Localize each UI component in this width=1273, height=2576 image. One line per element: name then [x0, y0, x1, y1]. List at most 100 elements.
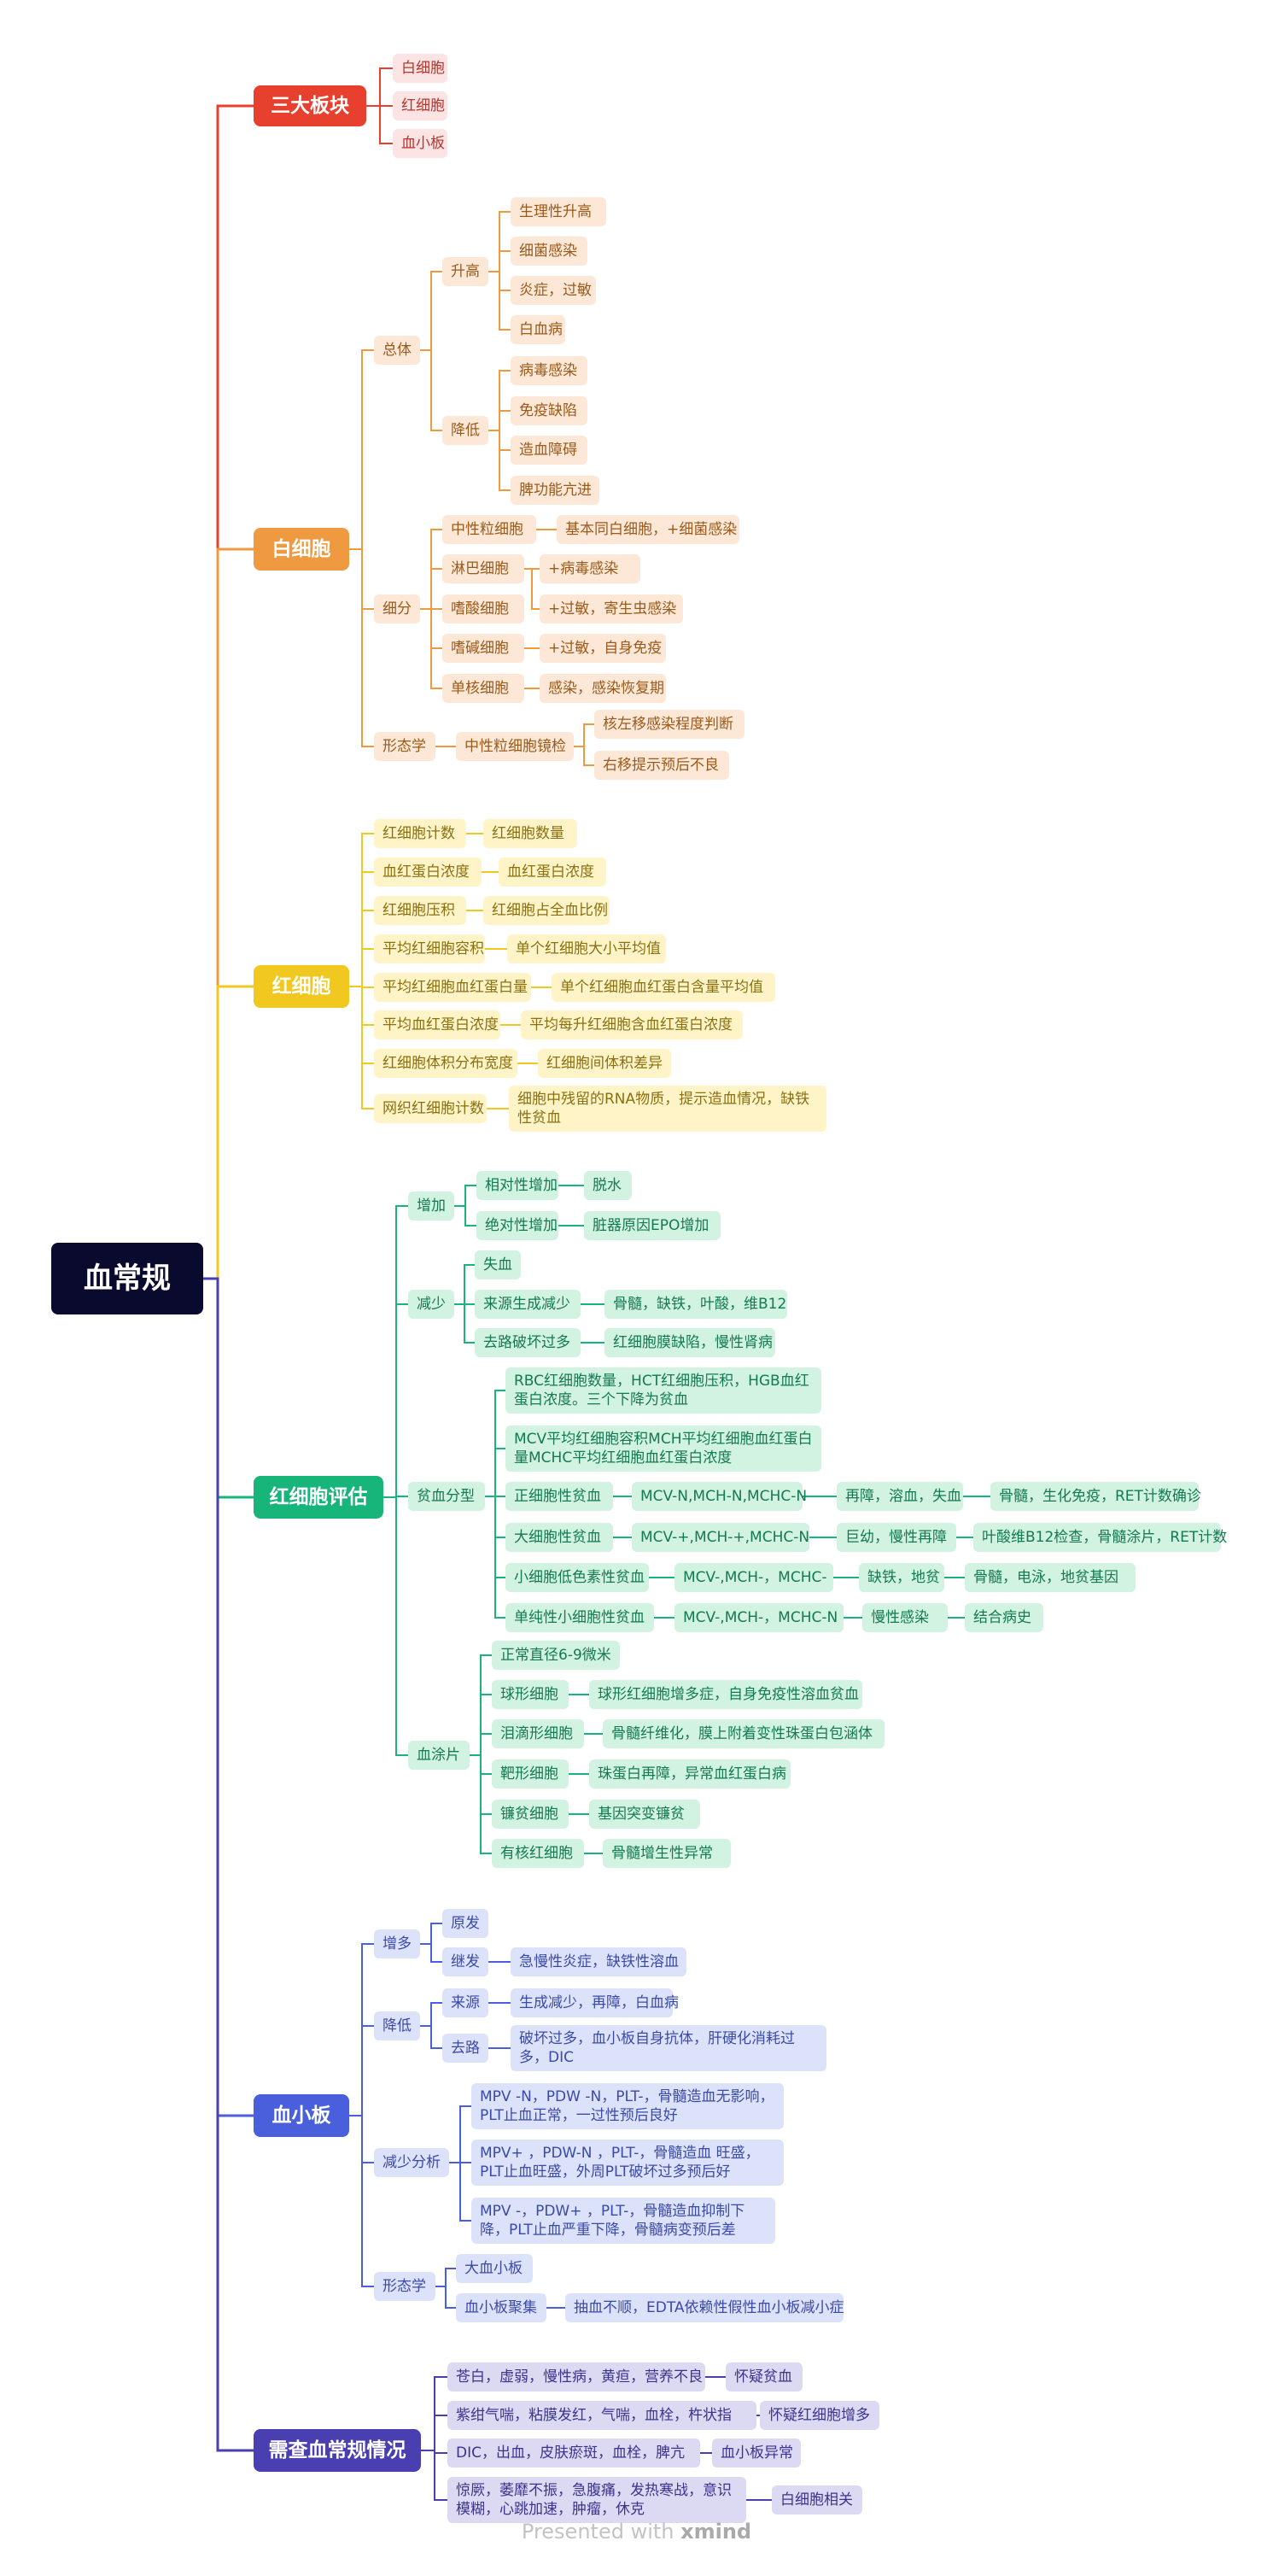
node-n19: +病毒感染 [540, 554, 640, 583]
node-n12: 免疫缺陷 [511, 396, 587, 425]
node-n83: 珠蛋白再障，异常血红蛋白病 [589, 1759, 791, 1789]
node-n85: 基因突变镰贫 [589, 1800, 700, 1829]
node-n49: 绝对性增加 [476, 1211, 558, 1240]
node-n1: 白细胞 [393, 54, 447, 83]
node-n21: +过敏，寄生虫感染 [540, 594, 683, 624]
node-n95: 去路 [442, 2034, 488, 2063]
node-n48: 脱水 [584, 1171, 632, 1200]
node-n10: 降低 [442, 416, 488, 445]
connector [488, 271, 511, 331]
node-n58: RBC红细胞数量，HCT红细胞压积，HGB血红蛋白浓度。三个下降为贫血 [505, 1367, 821, 1414]
node-n98: MPV -N，PDW -N，PLT-，骨髓造血无影响，PLT止血正常，一过性预后… [471, 2083, 784, 2129]
connector [454, 1303, 475, 1344]
connector [203, 547, 254, 1280]
node-n26: 形态学 [374, 732, 435, 761]
node-n67: 叶酸维B12检查，骨髓涂片，RET计数 [973, 1523, 1227, 1552]
node-n93: 来源 [442, 1988, 488, 2017]
node-n14: 脾功能亢进 [511, 476, 599, 505]
connector [488, 250, 511, 272]
node-n88: 增多 [374, 1929, 420, 1958]
connector [454, 1205, 476, 1227]
node-n23: +过敏，自身免疫 [540, 634, 666, 663]
node-n44: 网织红细胞计数 [374, 1094, 487, 1123]
node-n22: 嗜碱细胞 [442, 634, 524, 663]
node-n6: 生理性升高 [511, 197, 606, 226]
node-n87: 骨髓增生性异常 [603, 1839, 731, 1868]
node-n55: 去路破坏过多 [475, 1328, 581, 1357]
connector [366, 67, 393, 107]
node-n18: 淋巴细胞 [442, 554, 524, 583]
node-n65: MCV-+,MCH-+,MCHC-N [632, 1523, 809, 1552]
node-n77: 正常直径6-9微米 [492, 1641, 620, 1670]
node-n47: 相对性增加 [476, 1171, 558, 1200]
connector [349, 948, 374, 987]
connector [488, 430, 511, 491]
node-n31: 红细胞数量 [483, 819, 577, 848]
connector [203, 1277, 254, 1499]
node-n30: 红细胞计数 [374, 819, 466, 848]
node-n4: 总体 [374, 336, 420, 365]
node-n57: 贫血分型 [408, 1482, 485, 1511]
branch-b4: 红细胞评估 [254, 1476, 383, 1519]
node-n3: 血小板 [393, 129, 447, 158]
node-n89: 原发 [442, 1909, 488, 1938]
node-n32: 血红蛋白浓度 [374, 858, 482, 887]
connector [366, 105, 393, 144]
node-n100: MPV -，PDW+ ，PLT-，骨髓造血抑制下降，PLT止血严重下降，骨髓病变… [471, 2198, 775, 2244]
node-n2: 红细胞 [393, 91, 447, 120]
node-n53: 来源生成减少 [475, 1290, 581, 1319]
connector [421, 2450, 447, 2501]
connector [470, 1733, 492, 1756]
node-n36: 平均红细胞容积 [374, 934, 485, 963]
node-n62: 再障，溶血，失血 [837, 1482, 963, 1511]
connector [449, 2105, 471, 2163]
footer-brand: xmind [680, 2520, 752, 2544]
connector [420, 2025, 442, 2049]
node-n5: 升高 [442, 257, 488, 286]
node-n104: 抽血不顺，EDTA依赖性假性血小板减小症 [565, 2293, 844, 2322]
node-n109: DIC，出血，皮肤瘀斑，血栓，脾亢 [447, 2438, 700, 2468]
connector [420, 568, 442, 610]
node-n11: 病毒感染 [511, 356, 587, 385]
connector [203, 1277, 254, 2452]
connector [421, 2415, 447, 2451]
node-n79: 球形红细胞增多症，自身免疫性溶血贫血 [589, 1680, 862, 1709]
node-n64: 大细胞性贫血 [505, 1523, 613, 1552]
node-n94: 生成减少，再障，白血病 [511, 1988, 679, 2017]
node-n108: 怀疑红细胞增多 [760, 2401, 879, 2430]
node-n99: MPV+ ，PDW-N ，PLT-，骨髓造血 旺盛，PLT止血旺盛，外周PLT破… [471, 2140, 784, 2186]
node-n9: 白血病 [511, 315, 565, 344]
node-n20: 嗜酸细胞 [442, 594, 524, 624]
connector [485, 1448, 505, 1497]
node-n70: 缺铁，地贫 [859, 1563, 944, 1592]
node-n81: 骨髓纤维化，膜上附着变性珠蛋白包涵体 [603, 1719, 885, 1748]
branch-b2: 白细胞 [254, 528, 349, 571]
node-n61: MCV-N,MCH-N,MCHC-N [632, 1482, 807, 1511]
connector [574, 746, 594, 766]
connector [420, 1923, 442, 1945]
connector [420, 349, 442, 431]
node-n52: 失血 [475, 1250, 521, 1279]
node-n29: 右移提示预后不良 [594, 751, 729, 780]
node-n111: 惊厥，萎靡不振，急腹痛，发热寒战，意识模糊，心跳加速，肿瘤，休克 [447, 2477, 746, 2523]
node-n75: 结合病史 [965, 1603, 1043, 1632]
node-n42: 红细胞体积分布宽度 [374, 1049, 517, 1078]
connector [470, 1754, 492, 1854]
node-n56: 红细胞膜缺陷，慢性肾病 [604, 1328, 775, 1357]
connector [383, 1303, 408, 1498]
node-n13: 造血障碍 [511, 436, 587, 465]
node-n76: 血涂片 [408, 1741, 470, 1770]
node-n41: 平均每升红细胞含血红蛋白浓度 [521, 1010, 743, 1039]
connector [383, 1496, 408, 1756]
node-n16: 中性粒细胞 [442, 515, 536, 544]
node-n15: 细分 [374, 594, 420, 624]
node-n63: 骨髓，生化免疫，RET计数确诊 [990, 1482, 1201, 1511]
node-n33: 血红蛋白浓度 [499, 858, 606, 887]
node-n72: 单纯性小细胞性贫血 [505, 1603, 654, 1632]
connector [420, 1943, 442, 1963]
node-n60: 正细胞性贫血 [505, 1482, 613, 1511]
root-node: 血常规 [51, 1243, 203, 1314]
branch-b5: 血小板 [254, 2094, 349, 2137]
node-n90: 继发 [442, 1947, 488, 1976]
connector [524, 568, 540, 610]
